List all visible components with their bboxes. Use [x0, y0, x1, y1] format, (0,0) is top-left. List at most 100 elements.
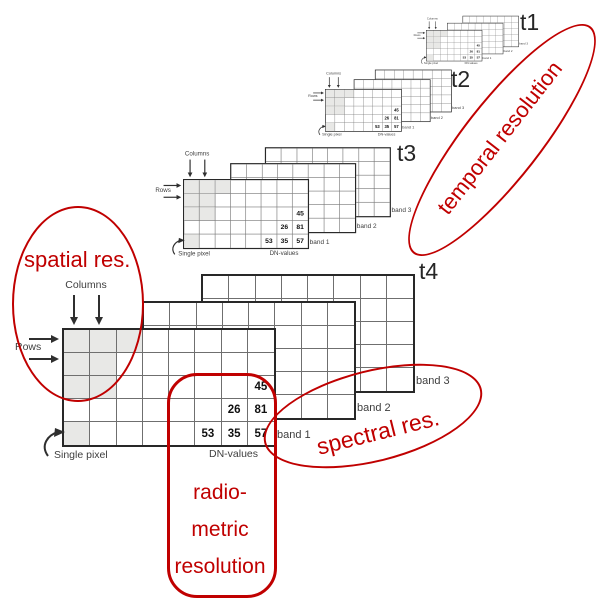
grid-cell: 26 — [382, 114, 392, 123]
grid-cell: 45 — [292, 207, 308, 221]
grid-cell — [475, 23, 483, 30]
grid-cell — [467, 36, 475, 43]
grid-cell — [184, 220, 200, 235]
grid-cell: 35 — [469, 54, 475, 61]
grid-cell — [184, 193, 200, 208]
grid-cell — [199, 180, 216, 194]
grid-cell — [511, 28, 519, 35]
grid-cell — [463, 16, 470, 23]
grid-cell — [401, 96, 411, 105]
grid-cell — [461, 36, 468, 43]
grid-cell — [324, 218, 340, 233]
grid-cell — [276, 180, 293, 194]
grid-cell — [246, 234, 262, 248]
grid-cell: 81 — [391, 114, 402, 123]
grid-cell — [221, 376, 248, 399]
grid-cell — [327, 303, 354, 326]
grid-cell — [116, 330, 143, 353]
grid-cell — [468, 23, 476, 30]
grid-cell: 26 — [467, 48, 475, 55]
grid-cell — [325, 114, 336, 123]
grid-cell — [363, 89, 373, 98]
grid-cell — [476, 16, 484, 23]
grid-cell — [261, 220, 277, 235]
grid-cell — [488, 29, 496, 36]
grid-cell — [325, 106, 336, 115]
grid-cell — [461, 42, 468, 49]
grid-cell — [391, 90, 402, 98]
grid-cell — [309, 218, 325, 233]
grid-cell — [482, 41, 489, 48]
grid-cell — [215, 234, 231, 248]
grid-cell — [358, 175, 375, 190]
grid-cell — [169, 422, 196, 445]
grid-cell — [203, 276, 230, 299]
grid-cell — [505, 40, 512, 47]
grid-cell — [359, 202, 375, 217]
grid-cell — [301, 349, 328, 372]
grid-cell — [312, 148, 328, 162]
grid-cell — [422, 70, 433, 79]
column-arrow-icon — [327, 77, 331, 88]
grid-cell — [334, 368, 361, 391]
grid-cell — [386, 322, 413, 345]
grid-cell — [184, 234, 200, 248]
grid-cell — [246, 220, 262, 235]
grid-cell — [401, 104, 411, 114]
row-arrow-icon — [163, 194, 182, 200]
row-arrow-icon — [313, 98, 324, 102]
grid-cell — [358, 189, 375, 203]
radiometric-line-1: radio- — [193, 481, 247, 504]
grid-cell — [215, 207, 231, 221]
band-1-label: band 1 — [402, 125, 415, 130]
grid-cell — [391, 98, 402, 107]
grid-cell — [488, 41, 496, 48]
dn-values-label: DN-values — [377, 132, 396, 137]
grid-cell: 57 — [296, 237, 304, 245]
grid-cell: 26 — [276, 220, 293, 235]
dn-values-label: DN-values — [269, 249, 299, 257]
annotation-arrows — [163, 159, 208, 255]
grid-cell — [433, 36, 441, 43]
grid-cell — [432, 78, 442, 87]
grid-cell — [308, 191, 325, 205]
grid-cell — [169, 376, 196, 399]
grid-cell — [335, 122, 345, 132]
grid-cell — [386, 299, 413, 322]
grid-cell — [324, 177, 340, 192]
grid-cell — [373, 80, 383, 89]
row-arrow-icon — [29, 355, 59, 363]
grid-cell — [420, 80, 430, 89]
grid-cell — [275, 303, 302, 326]
grid-cell — [382, 97, 392, 107]
column-arrow-icon — [434, 21, 437, 30]
grid-cell — [215, 193, 231, 208]
grid-cell — [344, 97, 354, 107]
annotation-arrows — [417, 21, 437, 64]
grid-cell — [441, 87, 452, 96]
grid-cell — [363, 106, 373, 115]
grid-cell — [374, 162, 390, 176]
grid-cell — [327, 326, 354, 349]
grid-cell — [339, 164, 355, 178]
grid-cell — [325, 97, 336, 107]
grid-cell — [344, 114, 354, 123]
grid-cell — [498, 40, 505, 47]
grid-cell — [511, 41, 518, 47]
grid-cell — [375, 70, 386, 79]
grid-cell — [230, 180, 247, 194]
grid-cell — [116, 399, 143, 422]
time-label-t2: t2 — [451, 66, 471, 92]
grid-cell — [433, 42, 441, 49]
grid-cell — [387, 368, 413, 391]
grid-cell — [255, 276, 282, 299]
grid-cell — [386, 276, 413, 299]
grid-cell: 57 — [394, 124, 399, 130]
grid-cell — [215, 180, 231, 194]
grid-cell — [447, 23, 455, 30]
grid-cell: 35 — [382, 122, 392, 132]
grid-cell — [302, 395, 328, 418]
grid-cell — [442, 103, 451, 111]
grid-cell — [482, 35, 489, 42]
